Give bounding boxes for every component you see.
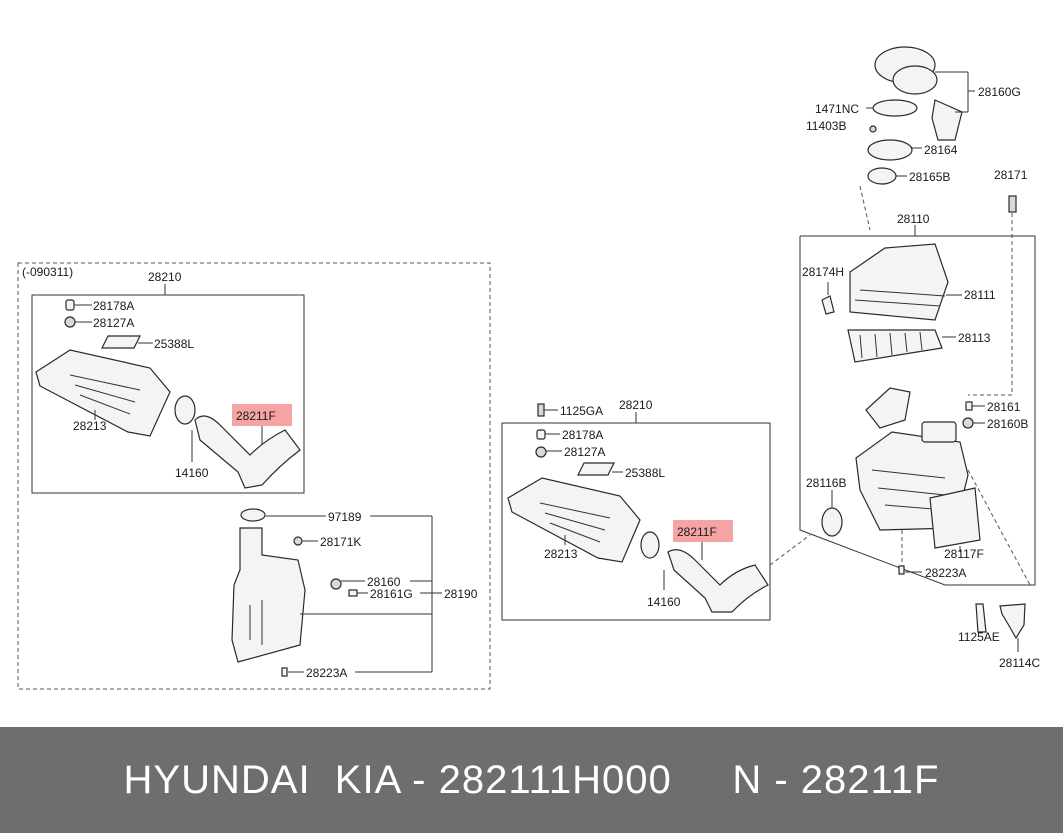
left-resonator-28171K: 28171K [320, 535, 361, 549]
highlight-box [232, 404, 292, 426]
duct-housing [507, 477, 641, 563]
right-part-28111: 28111 [964, 288, 996, 302]
outlet-duct [865, 387, 911, 429]
right-part-28223A: 28223A [925, 566, 966, 580]
middle-part-1125GA: 1125GA [560, 404, 603, 418]
intake-hose [667, 549, 769, 613]
bracket-part [999, 603, 1026, 640]
right-part-1125AE: 1125AE [958, 630, 1000, 644]
label-part [577, 462, 615, 476]
right-top-28165B: 28165B [909, 170, 950, 184]
hose-clamp [872, 99, 918, 117]
sensor-connector [931, 99, 963, 141]
clip-part [821, 295, 835, 315]
left-part-25388L: 25388L [154, 337, 194, 351]
left-part-28211F: 28211F [236, 409, 276, 423]
resonator-cap [240, 508, 266, 522]
intake-hose [194, 415, 301, 489]
right-assembly-label: 28110 [897, 212, 930, 226]
variant-label: (-090311) [22, 265, 73, 279]
bolt-part [975, 603, 987, 633]
clip-part [536, 429, 546, 440]
parts-diagram: (-090311) 28210 28178A 28127A 25388L 282… [17, 46, 1040, 690]
screw-part [281, 667, 288, 677]
label-part [101, 335, 141, 349]
highlight-box [673, 520, 733, 542]
filter-element [847, 329, 943, 363]
bolt-part [293, 536, 303, 546]
seal-ring [867, 167, 897, 185]
middle-part-28213: 28213 [544, 547, 578, 561]
right-part-28160B: 28160B [987, 417, 1028, 431]
middle-part-28127A: 28127A [564, 445, 605, 459]
right-part-28114C: 28114C [999, 656, 1040, 670]
right-top-28171: 28171 [994, 168, 1028, 182]
grommet-part [64, 316, 76, 328]
middle-part-25388L: 25388L [625, 466, 665, 480]
hose-clamp [640, 531, 660, 559]
left-assembly-label: 28210 [148, 270, 182, 284]
right-top-28164: 28164 [924, 143, 958, 157]
right-part-28113: 28113 [958, 331, 991, 345]
filter-gasket [929, 487, 981, 549]
resonator-body [231, 527, 306, 663]
right-part-28161: 28161 [987, 400, 1021, 414]
right-part-28116B: 28116B [806, 476, 846, 490]
variant-frame [17, 262, 491, 690]
left-part-14160: 14160 [175, 466, 209, 480]
middle-part-28178A: 28178A [562, 428, 603, 442]
bushing-part [348, 589, 358, 597]
part-number-title: HYUNDAI KIA - 282111H000 N - 28211F [123, 757, 940, 802]
right-part-28174H: 28174H [802, 265, 844, 279]
left-part-28127A: 28127A [93, 316, 134, 330]
bolt-part [1008, 195, 1017, 213]
right-top-1471NC: 1471NC [815, 102, 859, 116]
right-top-28160G: 28160G [978, 85, 1021, 99]
screw-part [869, 125, 877, 133]
duct-adapter [867, 139, 913, 161]
left-resonator-28160: 28160 [367, 575, 401, 589]
clip-part [65, 299, 75, 311]
left-resonator-28223A: 28223A [306, 666, 347, 680]
left-part-28213: 28213 [73, 419, 107, 433]
cleaner-cover [849, 243, 949, 321]
middle-assembly-label: 28210 [619, 398, 653, 412]
bolt-part [537, 403, 545, 417]
bracket-part [921, 421, 957, 443]
hose-clamp [174, 395, 196, 425]
right-top-11403B: 11403B [806, 119, 846, 133]
left-part-28178A: 28178A [93, 299, 134, 313]
screw-part [898, 565, 905, 575]
middle-part-28211F: 28211F [677, 525, 717, 539]
seal-ring [821, 507, 843, 537]
left-resonator-28161G: 28161G [370, 587, 413, 601]
bushing-part [965, 401, 973, 411]
grommet-part [330, 578, 342, 590]
grommet-part [962, 417, 974, 429]
left-resonator-28190: 28190 [444, 587, 478, 601]
middle-part-14160: 14160 [647, 595, 681, 609]
left-assembly-box [31, 294, 305, 494]
right-assembly-frame [799, 235, 1036, 586]
right-part-28117F: 28117F [944, 547, 984, 561]
footer-bar: HYUNDAI KIA - 282111H000 N - 28211F [0, 727, 1063, 833]
grommet-part [535, 446, 547, 458]
left-resonator-97189: 97189 [328, 510, 362, 524]
